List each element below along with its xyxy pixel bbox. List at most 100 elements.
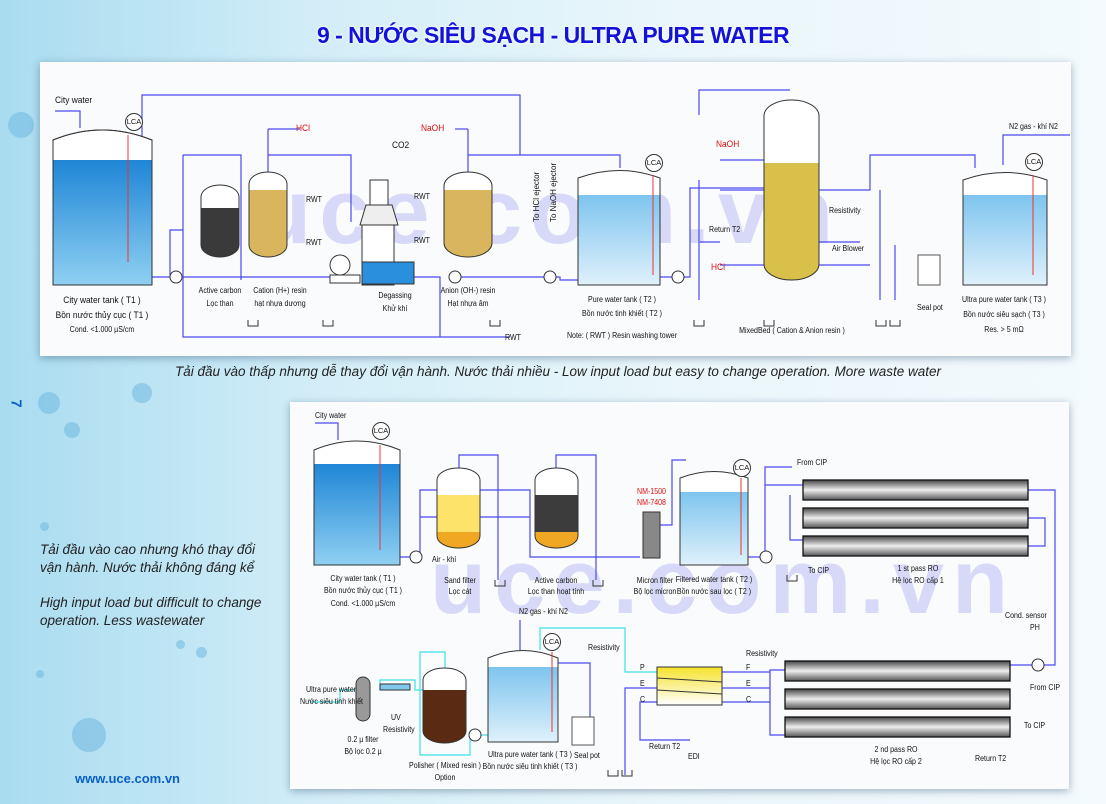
degassing-vi: Khử khí: [382, 304, 408, 313]
cond-sensor-label: Cond. sensor: [1005, 611, 1047, 620]
nm7408-label: NM-7408: [637, 498, 666, 507]
page-number: 7: [7, 399, 25, 408]
ro1-name: 1 st pass RO: [897, 564, 939, 573]
sand-filter-vi: Lọc cát: [448, 587, 472, 596]
rwt-label: RWT: [414, 192, 430, 201]
filter-02-name: 0.2 µ filter: [347, 735, 379, 744]
anion-name: Anion (OH-) resin: [440, 286, 496, 295]
ultra-pure-vi: Nước siêu tinh khiết: [300, 697, 363, 706]
return-t2-label: Return T2: [709, 225, 741, 234]
polisher-vi: Option: [434, 773, 456, 782]
side-note-vi-line2: vận hành. Nước thải không đáng kể: [40, 560, 255, 575]
anion-vi: Hạt nhựa âm: [447, 299, 489, 308]
ro2-vi: Hệ lọc RO cấp 2: [870, 757, 922, 766]
naoh-label: NaOH: [716, 139, 740, 150]
background-bubble: [8, 112, 34, 138]
hcl-label: HCl: [296, 123, 310, 134]
edi-port-f: F: [746, 663, 751, 672]
ultra-pure-name: Ultra pure water: [306, 685, 357, 694]
ro2-name: 2 nd pass RO: [874, 745, 918, 754]
background-bubble: [196, 647, 207, 658]
naoh-label: NaOH: [421, 123, 445, 134]
rwt-outlet-label: RWT: [505, 333, 521, 342]
t1-vi: Bồn nước thủy cục ( T1 ): [55, 310, 149, 321]
from-cip-label: From CIP: [797, 458, 828, 467]
t2-name: Filtered water tank ( T2 ): [675, 575, 753, 584]
to-cip-label: To CIP: [1024, 721, 1046, 730]
lca-level-controller: LCA: [372, 422, 390, 440]
air-label: Air - khí: [432, 555, 457, 564]
seal-pot-label: Seal pot: [917, 303, 943, 312]
return-t2-label: Return T2: [649, 742, 681, 751]
n2-gas-label: N2 gas - khí N2: [519, 607, 568, 616]
rwt-note: Note: ( RWT ) Resin washing tower: [566, 331, 678, 340]
t2-vi: Bồn nước tinh khiết ( T2 ): [581, 309, 663, 318]
micron-filter-name: Micron filter: [636, 576, 674, 585]
ph-label: PH: [1030, 623, 1040, 632]
active-carbon-vi: Lọc than hoạt tính: [527, 587, 585, 596]
t3-vi: Bồn nước siêu tinh khiết ( T3 ): [482, 762, 578, 771]
ro1-vi: Hệ lọc RO cấp 1: [892, 576, 944, 585]
n2-gas-label: N2 gas - khí N2: [1009, 122, 1058, 131]
cation-vi: hạt nhựa dương: [254, 299, 306, 308]
polisher-name: Polisher ( Mixed resin ): [409, 761, 481, 770]
edi-label: EDI: [688, 752, 700, 761]
background-bubble: [40, 522, 49, 531]
from-cip-label: From CIP: [1030, 683, 1061, 692]
degassing-name: Degassing: [378, 291, 412, 300]
resistivity-label: Resistivity: [746, 649, 778, 658]
co2-label: CO2: [392, 140, 410, 151]
t1-name: City water tank ( T1 ): [63, 295, 141, 306]
air-blower-label: Air Blower: [832, 244, 865, 253]
t1-vi: Bồn nước thủy cục ( T1 ): [323, 586, 403, 595]
side-note-en-line1: High input load but difficult to change: [40, 595, 262, 610]
mixedbed-label: MixedBed ( Cation & Anion resin ): [739, 326, 845, 335]
edi-port-c: C: [746, 695, 752, 704]
seal-pot-label: Seal pot: [574, 751, 600, 760]
active-carbon-vi: Lọc than: [206, 299, 234, 308]
city-water-label: City water: [315, 411, 347, 420]
t3-vi: Bồn nước siêu sạch ( T3 ): [963, 310, 1045, 319]
t2-name: Pure water tank ( T2 ): [588, 295, 656, 304]
side-note-vi-line1: Tải đầu vào cao nhưng khó thay đổi: [40, 542, 255, 557]
active-carbon-name: Active carbon: [198, 286, 242, 295]
resistivity-label: Resistivity: [829, 206, 861, 215]
lca-level-controller: LCA: [645, 154, 663, 172]
city-water-label: City water: [55, 95, 93, 106]
to-naoh-ejector-label: To NaOH ejector: [549, 162, 558, 222]
to-cip-label: To CIP: [808, 566, 830, 575]
filter-02-vi: Bộ lọc 0.2 µ: [344, 747, 382, 756]
website-link[interactable]: www.uce.com.vn: [75, 771, 180, 786]
active-carbon-name: Active carbon: [534, 576, 578, 585]
background-bubble: [72, 718, 106, 752]
lca-level-controller: LCA: [1025, 153, 1043, 171]
t3-name: Ultra pure water tank ( T3 ): [962, 295, 1046, 304]
edi-port-p: P: [640, 663, 645, 672]
background-bubble: [36, 670, 44, 678]
nm1500-label: NM-1500: [637, 487, 666, 496]
return-t2-label: Return T2: [975, 754, 1007, 763]
edi-port-c: C: [640, 695, 646, 704]
background-bubble: [38, 392, 60, 414]
caption-low-input: Tải đầu vào thấp nhưng dễ thay đổi vận h…: [175, 364, 942, 379]
to-hcl-ejector-label: To HCl ejector: [532, 171, 541, 222]
background-bubble: [64, 422, 80, 438]
rwt-label: RWT: [306, 238, 322, 247]
resistivity-label: Resistivity: [588, 643, 620, 652]
edi-port-e: E: [640, 679, 645, 688]
resistivity-label: Resistivity: [383, 725, 415, 734]
t1-name: City water tank ( T1 ): [330, 574, 396, 583]
background-bubble: [176, 640, 185, 649]
t1-spec: Cond. <1.000 µS/cm: [69, 325, 135, 334]
t1-spec: Cond. <1.000 µS/cm: [330, 599, 396, 608]
sand-filter-name: Sand filter: [444, 576, 476, 585]
cation-name: Cation (H+) resin: [253, 286, 307, 295]
hcl-label: HCl: [711, 262, 725, 273]
rwt-label: RWT: [414, 236, 430, 245]
edi-port-e: E: [746, 679, 751, 688]
t3-name: Ultra pure water tank ( T3 ): [488, 750, 572, 759]
micron-filter-vi: Bộ lọc micron: [633, 587, 677, 596]
t3-spec: Res. > 5 mΩ: [984, 325, 1024, 334]
uv-label: UV: [391, 713, 401, 722]
lca-level-controller: LCA: [125, 113, 143, 131]
